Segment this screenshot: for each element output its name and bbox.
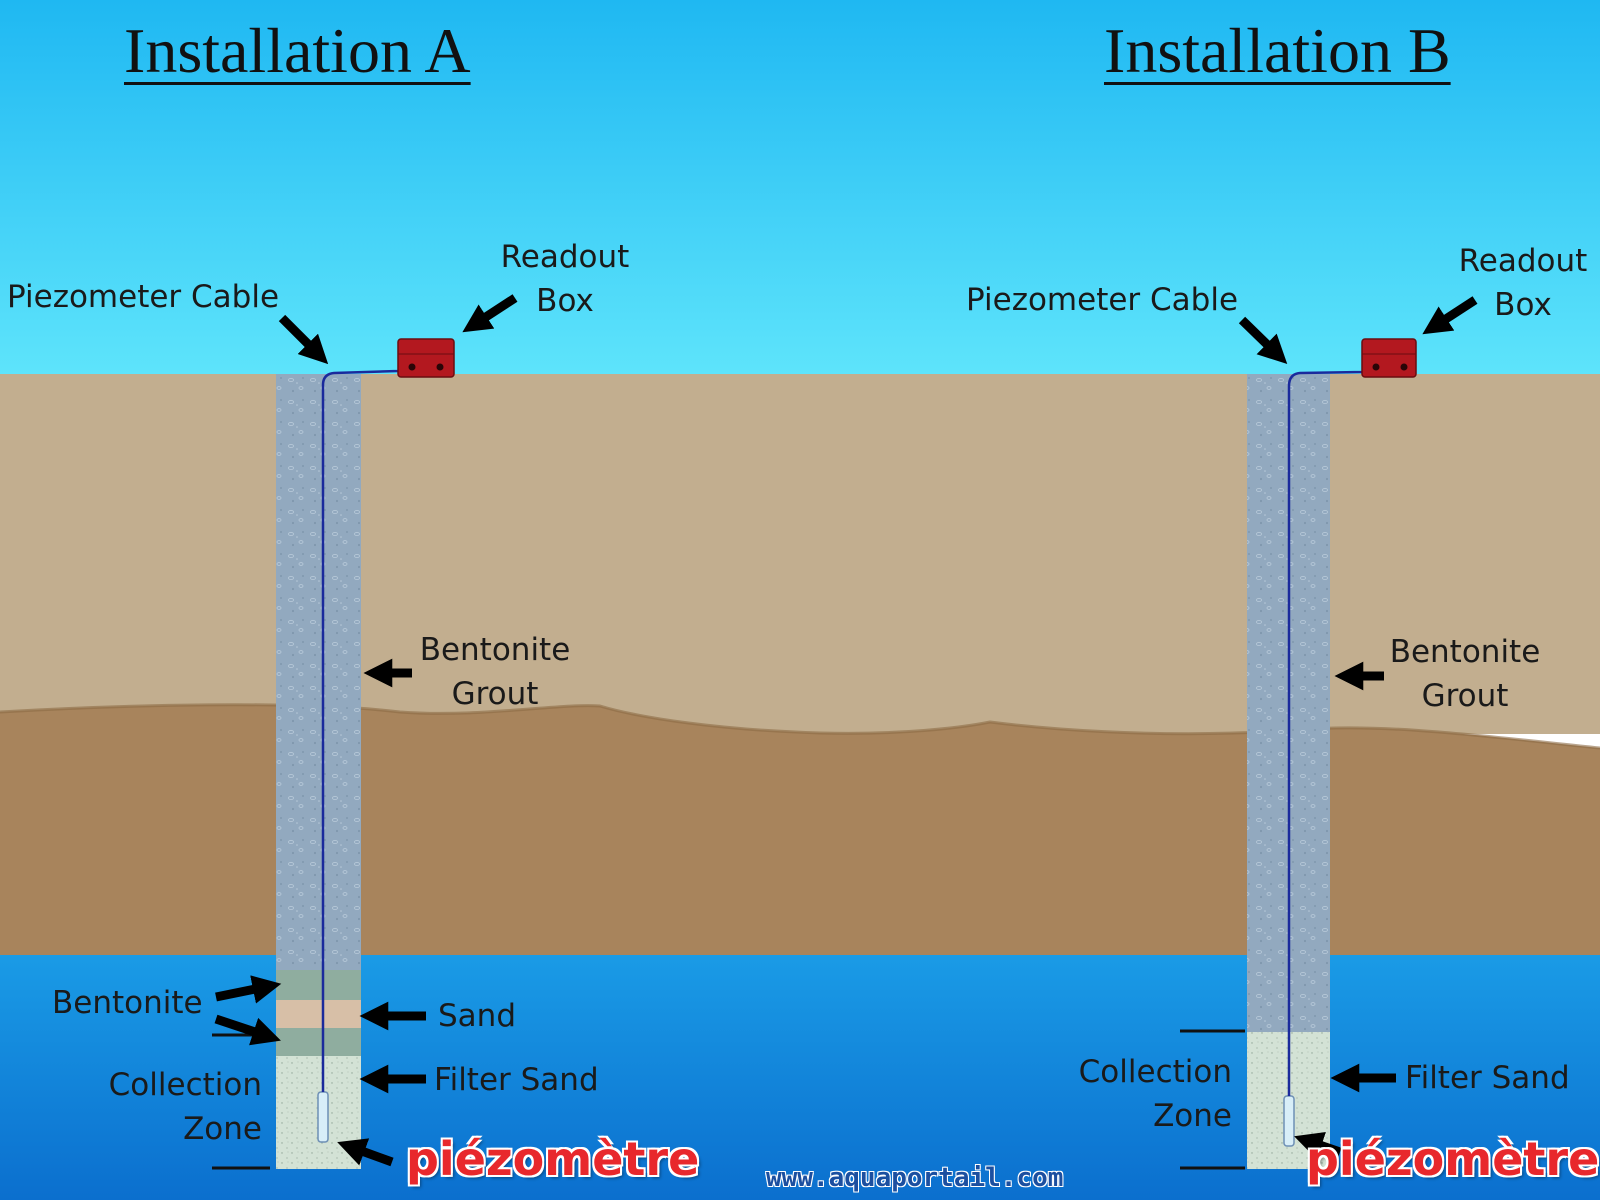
bentonite-grout-column-a (276, 374, 361, 972)
sky (0, 0, 1600, 376)
readout-box-a (397, 338, 455, 378)
readout-label-line1-b: Readout (1458, 243, 1588, 279)
readout-box-label-a: Readout Box (490, 235, 640, 323)
arrow-sensor-b (1294, 1131, 1342, 1160)
piezometer-cable-label-a: Piezometer Cable (7, 279, 280, 315)
arrow-bentonite-lower-a (214, 1014, 281, 1046)
website-footer: www.aquaportail.com (766, 1163, 1064, 1193)
piezometre-label-a: piézomètre (406, 1132, 700, 1186)
borehole-a (212, 338, 455, 1170)
arrow-sensor-a (337, 1138, 394, 1167)
sand-label-a: Sand (438, 998, 516, 1034)
grout-label-line1-a: Bentonite (419, 632, 571, 668)
arrow-bentonite-upper-a (215, 975, 282, 1004)
sand-layer-a (276, 1000, 361, 1028)
filter-sand-label-b: Filter Sand (1405, 1060, 1570, 1096)
collection-label-line1-a: Collection (108, 1067, 262, 1103)
collection-label-line2-b: Zone (1153, 1098, 1232, 1134)
borehole-b (1180, 338, 1417, 1170)
bentonite-seal-upper-a (276, 970, 361, 1000)
installation-b-title: Installation B (1104, 15, 1451, 86)
arrow-cable-a (278, 314, 329, 365)
readout-label-line1-a: Readout (500, 239, 630, 275)
bentonite-grout-label-a: Bentonite Grout (415, 628, 575, 716)
grout-label-line2-a: Grout (451, 676, 539, 712)
lower-soil-layer (0, 704, 1600, 960)
filter-sand-label-a: Filter Sand (434, 1062, 599, 1098)
readout-box-b (1361, 338, 1417, 378)
installation-a-title: Installation A (124, 15, 471, 86)
collection-zone-label-a: Collection Zone (60, 1063, 262, 1151)
bentonite-seal-lower-a (276, 1028, 361, 1056)
readout-box-label-b: Readout Box (1448, 239, 1598, 327)
collection-label-line2-a: Zone (183, 1111, 262, 1147)
arrow-readout-b (1422, 296, 1478, 335)
grout-label-line2-b: Grout (1421, 678, 1509, 714)
piezometer-sensor-b (1283, 1095, 1295, 1147)
readout-label-line2-a: Box (536, 283, 594, 319)
collection-zone-label-b: Collection Zone (1030, 1050, 1232, 1138)
readout-label-line2-b: Box (1494, 287, 1552, 323)
bentonite-label-a: Bentonite (52, 985, 203, 1021)
arrow-readout-a (462, 294, 518, 333)
arrow-cable-b (1238, 316, 1288, 365)
label-arrows (214, 294, 1478, 1167)
grout-label-line1-b: Bentonite (1389, 634, 1541, 670)
piezometre-label-b: piézomètre (1306, 1132, 1600, 1186)
piezometer-sensor-a (317, 1091, 329, 1143)
collection-label-line1-b: Collection (1078, 1054, 1232, 1090)
upper-soil-layer (0, 374, 1600, 734)
collection-zone-markers-b (1180, 1029, 1245, 1170)
bentonite-grout-label-b: Bentonite Grout (1385, 630, 1545, 718)
piezometer-cable-label-b: Piezometer Cable (966, 282, 1239, 318)
